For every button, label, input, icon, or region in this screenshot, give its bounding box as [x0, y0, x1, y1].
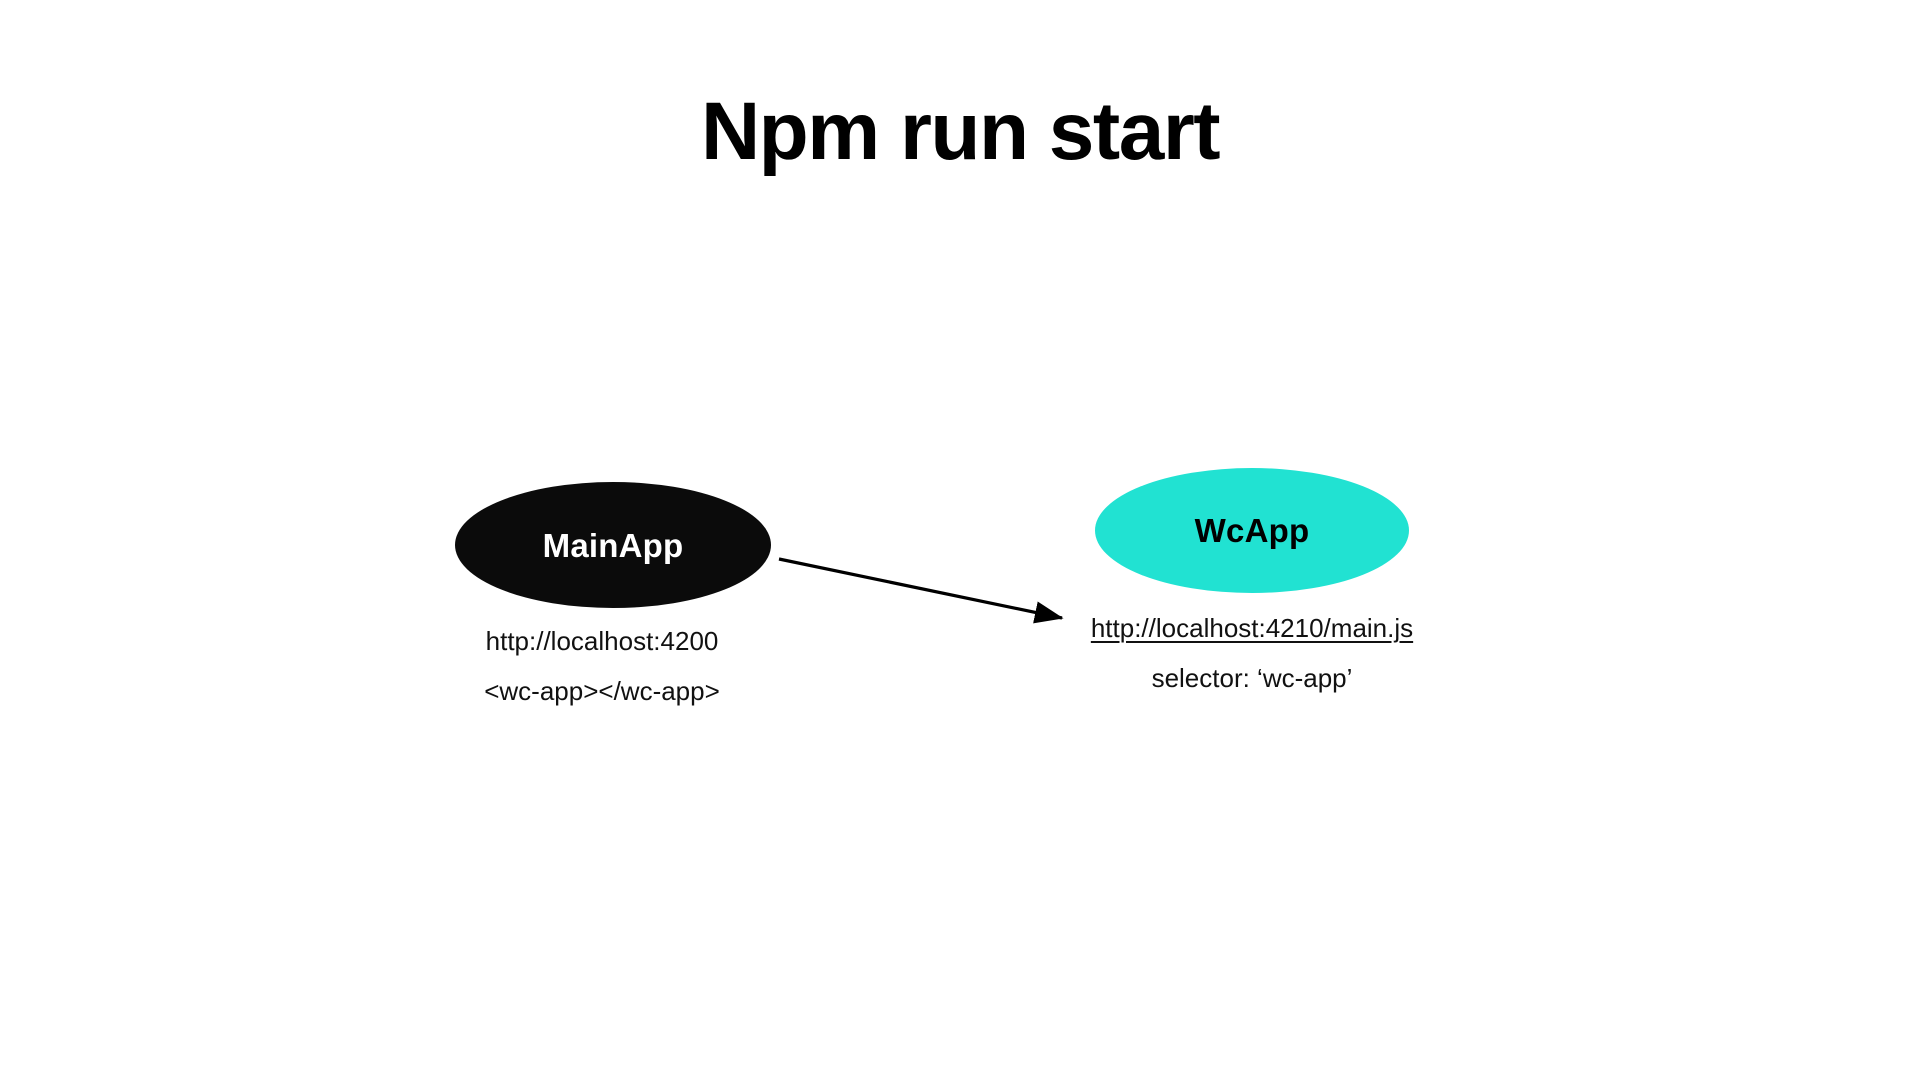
- node-mainapp-label: MainApp: [542, 526, 684, 564]
- page-title: Npm run start: [700, 86, 1221, 177]
- node-wcapp[interactable]: WcApp: [1095, 468, 1409, 593]
- node-wcapp-label: WcApp: [1194, 512, 1310, 549]
- edge-mainapp-to-wcapp: [778, 557, 1064, 624]
- caption-mainapp: http://localhost:4200 <wc-app></wc-app>: [402, 616, 802, 716]
- caption-wcapp-selector: selector: ‘wc-app’: [1151, 663, 1353, 693]
- caption-wcapp-url-link[interactable]: http://localhost:4210/main.js: [1090, 613, 1414, 643]
- caption-mainapp-url: http://localhost:4200: [485, 626, 719, 656]
- caption-mainapp-tag: <wc-app></wc-app>: [484, 676, 720, 706]
- caption-wcapp: http://localhost:4210/main.js selector: …: [1042, 603, 1462, 703]
- node-mainapp[interactable]: MainApp: [455, 482, 771, 608]
